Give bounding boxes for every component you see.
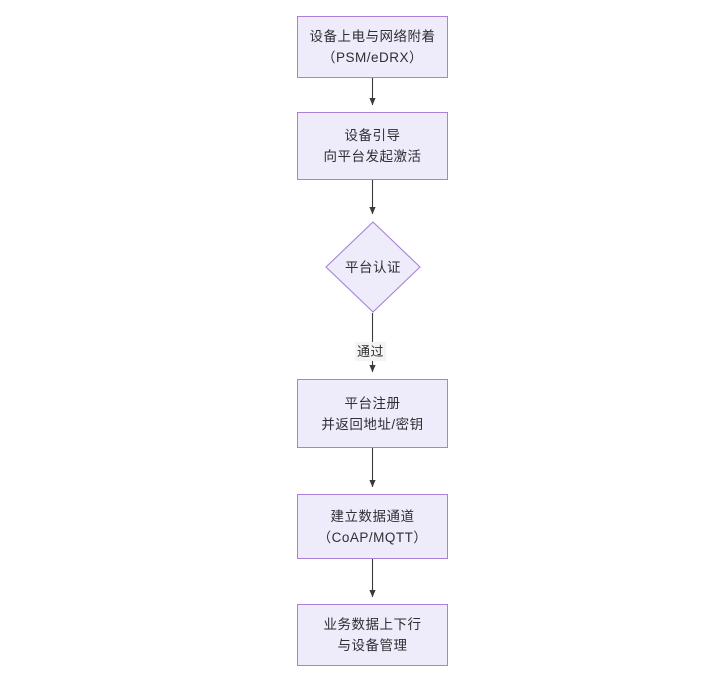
- diamond-shape: [325, 221, 421, 313]
- node-establish-data-channel-line2: （CoAP/MQTT）: [317, 529, 428, 545]
- node-platform-registration-line2: 并返回地址/密钥: [321, 416, 424, 432]
- node-establish-data-channel[interactable]: 建立数据通道 （CoAP/MQTT）: [297, 494, 448, 559]
- node-device-power-on-line2: （PSM/eDRX）: [321, 50, 424, 65]
- node-device-power-on-line1: 设备上电与网络附着: [309, 29, 436, 44]
- node-business-data-line2: 与设备管理: [337, 638, 408, 653]
- node-device-bootstrap[interactable]: 设备引导 向平台发起激活: [297, 112, 448, 180]
- node-device-power-on[interactable]: 设备上电与网络附着 （PSM/eDRX）: [297, 16, 448, 78]
- node-device-bootstrap-line2: 向平台发起激活: [323, 149, 422, 164]
- node-business-data-line1: 业务数据上下行: [323, 617, 422, 632]
- node-platform-registration-line1: 平台注册: [344, 395, 401, 411]
- node-platform-authentication[interactable]: 平台认证: [325, 221, 421, 313]
- node-device-bootstrap-line1: 设备引导: [344, 128, 401, 143]
- node-business-data-and-device-management[interactable]: 业务数据上下行 与设备管理: [297, 604, 448, 666]
- edge-label-pass: 通过: [355, 342, 387, 361]
- node-establish-data-channel-line1: 建立数据通道: [330, 508, 415, 524]
- node-platform-authentication-label: 平台认证: [345, 259, 401, 275]
- node-platform-registration[interactable]: 平台注册 并返回地址/密钥: [297, 379, 448, 448]
